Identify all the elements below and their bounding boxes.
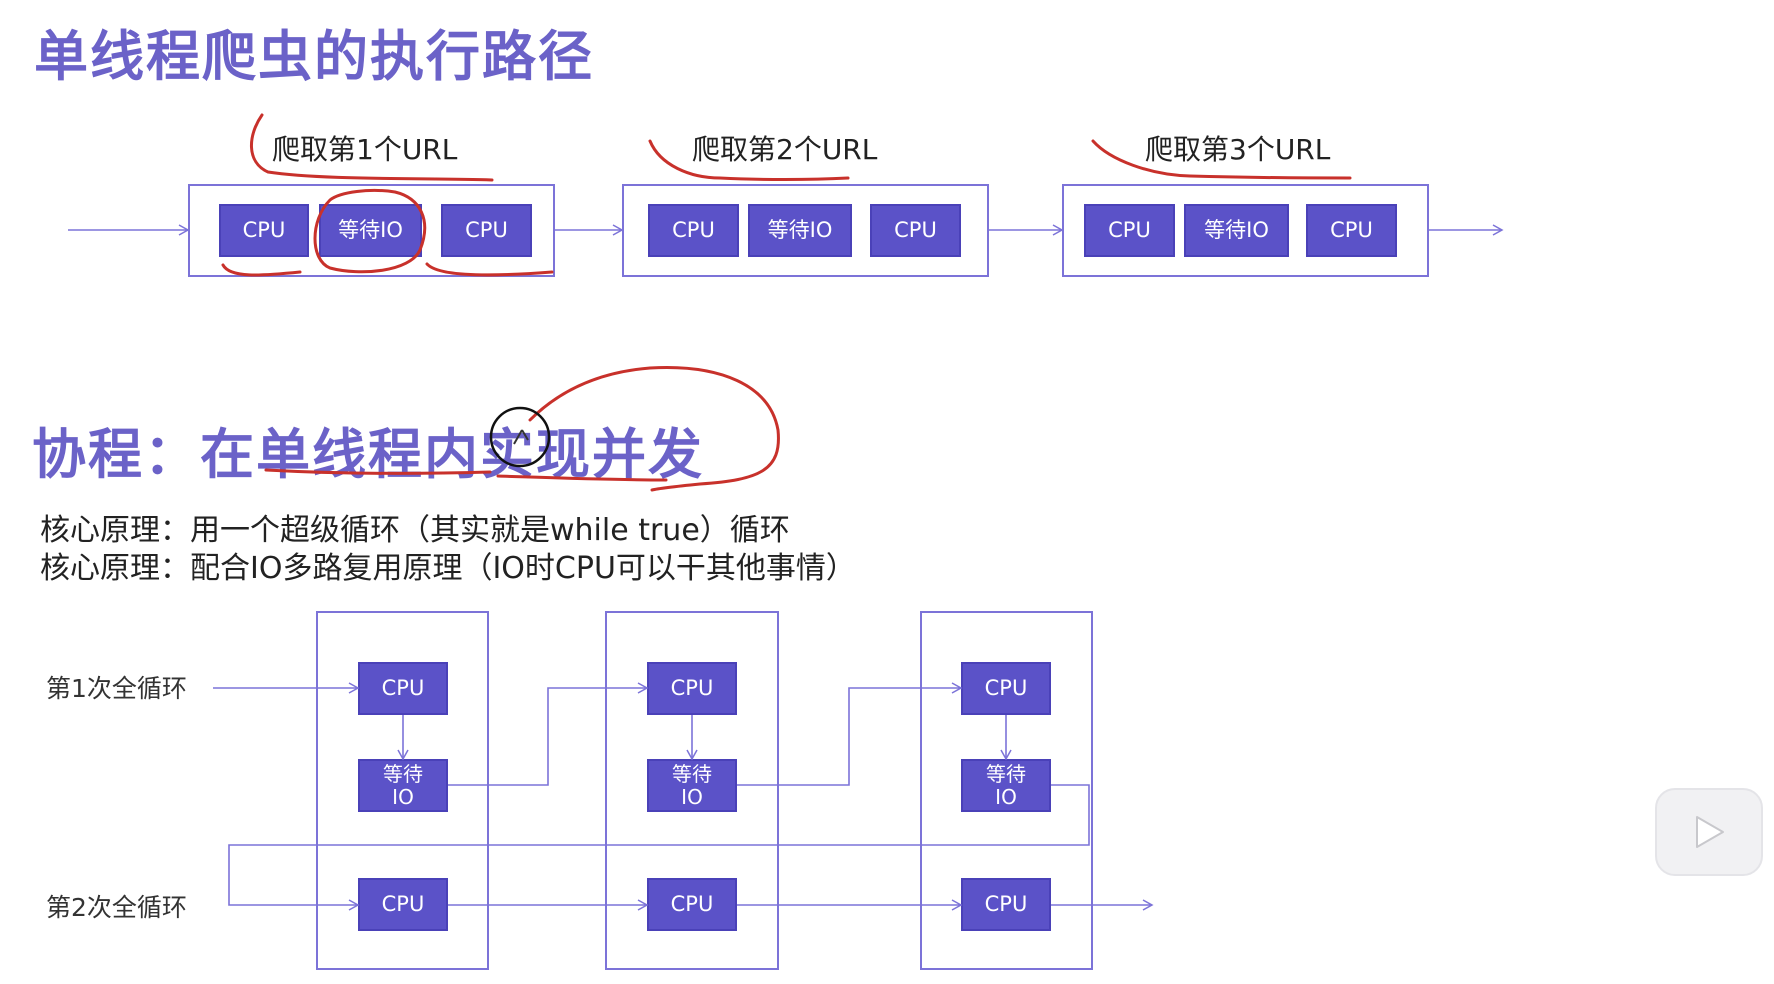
- url-1-cpu-block-2: CPU: [441, 204, 532, 257]
- underline-url-1: [249, 113, 494, 182]
- column-3-frame: [920, 611, 1093, 970]
- url-label-1: 爬取第1个URL: [272, 133, 458, 166]
- column-3-wait-io: 等待 IO: [961, 759, 1051, 812]
- url-3-cpu-block-1: CPU: [1084, 204, 1175, 257]
- cursor-circle: [489, 406, 551, 468]
- loop-back-arrow: [228, 784, 1090, 911]
- circle-title2: [528, 366, 780, 492]
- page-title: 单线程爬虫的执行路径: [34, 25, 594, 88]
- column-1-wait-io: 等待 IO: [358, 759, 448, 812]
- url-1-cpu-block-1: CPU: [219, 204, 309, 257]
- io-to-column-2-arrow: [448, 682, 649, 786]
- url-2-wait-io-block: 等待IO: [748, 204, 852, 257]
- url-2-cpu-block-2: CPU: [870, 204, 961, 257]
- underline-title2-1: [496, 474, 668, 482]
- column-3-top-cpu: CPU: [961, 662, 1051, 715]
- section-title: 协程：在单线程内实现并发: [32, 423, 704, 486]
- annotation-layer: [221, 113, 1352, 492]
- url-2-cpu-block-1: CPU: [648, 204, 739, 257]
- round-label-1: 第1次全循环: [46, 674, 187, 703]
- column-1-frame: [316, 611, 489, 970]
- url-3-cpu-block-2: CPU: [1306, 204, 1397, 257]
- round-label-2: 第2次全循环: [46, 893, 187, 922]
- url-1-wait-io-block: 等待IO: [319, 204, 422, 257]
- column-3-bottom-cpu: CPU: [961, 878, 1051, 931]
- play-icon: [1696, 816, 1724, 848]
- mark-cpu-2: [425, 262, 554, 277]
- underline-url-3: [1091, 139, 1352, 180]
- column-1-top-cpu: CPU: [358, 662, 448, 715]
- column-2-frame: [605, 611, 779, 970]
- url-label-3: 爬取第3个URL: [1145, 133, 1331, 166]
- circle-wait-io: [313, 188, 427, 274]
- mark-cpu-1: [221, 263, 302, 277]
- principle-line-2: 核心原理：配合IO多路复用原理（IO时CPU可以干其他事情）: [40, 551, 856, 586]
- cursor-icon: [513, 429, 529, 445]
- column-1-bottom-cpu: CPU: [358, 878, 448, 931]
- column-2-top-cpu: CPU: [647, 662, 737, 715]
- underline-url-2: [648, 139, 850, 181]
- underline-title2-0: [264, 468, 492, 475]
- player-watermark: [1655, 788, 1763, 876]
- io-to-column-3-arrow: [737, 682, 963, 786]
- url-3-wait-io-block: 等待IO: [1184, 204, 1289, 257]
- url-label-2: 爬取第2个URL: [692, 133, 878, 166]
- principle-line-1: 核心原理：用一个超级循环（其实就是while true）循环: [40, 513, 790, 548]
